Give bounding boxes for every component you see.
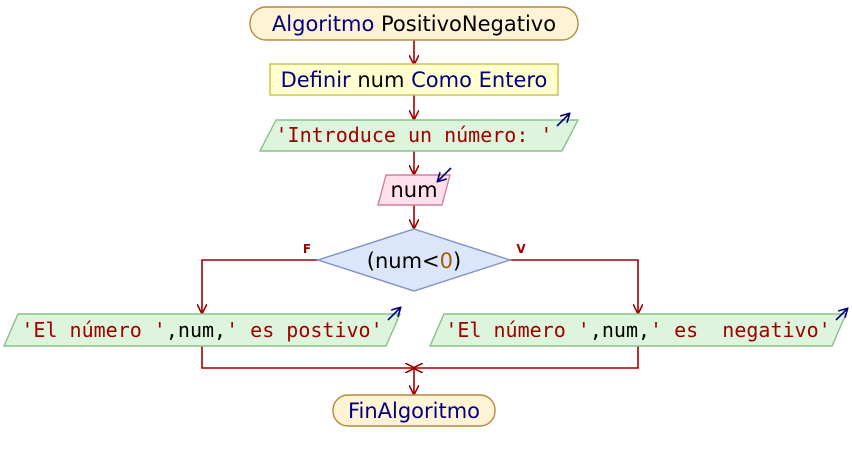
false-output-string-1: 'El número ' xyxy=(21,318,166,342)
decision-var: num xyxy=(375,249,422,273)
define-text: Definir num Como Entero xyxy=(281,68,548,92)
output-arrow-icon xyxy=(387,308,400,321)
end-keyword: FinAlgoritmo xyxy=(348,399,480,423)
true-io-shape xyxy=(428,313,848,347)
true-output-string-2: ' es negativo' xyxy=(650,318,831,342)
false-output-text: 'El número ',num,' es postivo' xyxy=(21,318,382,342)
false-io-shape xyxy=(2,313,402,347)
define-type: Entero xyxy=(479,68,548,92)
true-branch-label: V xyxy=(516,242,526,256)
prompt-io-shape xyxy=(258,119,580,152)
connector-decision-false xyxy=(202,259,318,313)
decision-diamond xyxy=(315,228,513,292)
define-como-keyword: Como xyxy=(411,68,472,92)
connector-true-merge xyxy=(414,346,639,368)
false-branch-label: F xyxy=(303,242,311,256)
decision-value: 0 xyxy=(440,249,453,273)
true-output-block: 'El número ',num,' es negativo' xyxy=(428,309,848,347)
connectors xyxy=(202,40,638,394)
input-arrow-icon xyxy=(438,167,452,181)
define-process-shape xyxy=(269,63,559,96)
start-keyword: Algoritmo xyxy=(272,12,374,36)
decision-operator: < xyxy=(422,249,440,273)
read-io-shape xyxy=(377,174,451,206)
true-output-comma-2: , xyxy=(638,318,650,342)
output-arrow-icon xyxy=(556,114,569,127)
true-output-string-1: 'El número ' xyxy=(445,318,590,342)
true-output-var: num xyxy=(602,318,638,342)
algorithm-name: PositivoNegativo xyxy=(381,12,556,36)
output-arrow-icon xyxy=(835,309,847,321)
start-block: Algoritmo PositivoNegativo xyxy=(249,6,579,41)
false-output-string-2: ' es postivo' xyxy=(226,318,383,342)
start-text: Algoritmo PositivoNegativo xyxy=(272,12,556,36)
define-var: num xyxy=(357,68,404,92)
start-terminal-shape xyxy=(249,6,579,41)
define-block: Definir num Como Entero xyxy=(269,63,559,96)
prompt-text: 'Introduce un número: ' xyxy=(276,123,553,147)
define-keyword: Definir xyxy=(281,68,351,92)
read-input-block: num xyxy=(377,167,452,206)
decision-condition: (num<0) xyxy=(367,249,461,273)
end-block: FinAlgoritmo xyxy=(332,394,496,427)
prompt-output-block: 'Introduce un número: ' xyxy=(258,114,580,152)
read-var: num xyxy=(390,178,437,202)
true-output-text: 'El número ',num,' es negativo' xyxy=(445,318,830,342)
true-output-comma-1: , xyxy=(590,318,602,342)
false-output-comma-1: , xyxy=(166,318,178,342)
false-output-var: num xyxy=(178,318,214,342)
decision-close-paren: ) xyxy=(453,249,461,273)
false-output-comma-2: , xyxy=(214,318,226,342)
connector-decision-true xyxy=(510,259,638,313)
decision-block: (num<0) F V xyxy=(303,228,526,292)
false-output-block: 'El número ',num,' es postivo' xyxy=(2,308,402,347)
decision-open-paren: ( xyxy=(367,249,375,273)
connector-false-merge xyxy=(201,346,414,368)
end-terminal-shape xyxy=(332,394,496,427)
